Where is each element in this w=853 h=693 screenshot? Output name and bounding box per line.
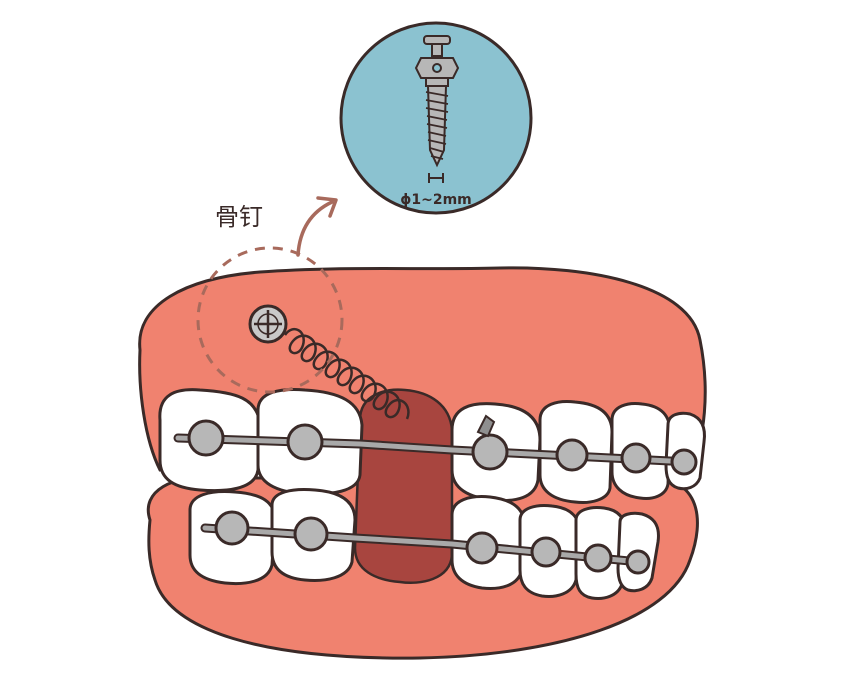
upper-bracket-5 xyxy=(620,442,652,474)
lower-bracket-6 xyxy=(625,549,651,575)
screw-label: 骨钉 xyxy=(215,203,263,231)
upper-bracket-3 xyxy=(471,433,509,471)
diameter-marker xyxy=(428,173,444,183)
extraction-gap xyxy=(353,388,454,584)
lower-bracket-2 xyxy=(293,516,329,552)
spring-hook xyxy=(476,414,496,438)
lower-brackets xyxy=(214,510,651,575)
screw-highlight-dashed-circle xyxy=(196,246,344,394)
upper-bracket-1 xyxy=(187,419,225,457)
lower-bracket-1 xyxy=(214,510,250,546)
upper-brackets xyxy=(187,419,698,476)
lower-bracket-3 xyxy=(465,531,499,565)
bone-screw-head-icon xyxy=(248,304,288,344)
spring-coil xyxy=(283,327,410,420)
lower-bracket-4 xyxy=(530,536,562,568)
screw-icon xyxy=(414,35,460,168)
spring-coil-path xyxy=(283,327,410,420)
callout-arrow xyxy=(296,200,334,257)
screw-inset: ϕ1~2mm xyxy=(339,21,533,215)
callout-arrowhead xyxy=(316,196,338,218)
lower-bracket-5 xyxy=(583,543,613,573)
upper-bracket-6 xyxy=(670,448,698,476)
diameter-label: ϕ1~2mm xyxy=(400,192,472,208)
upper-bracket-2 xyxy=(286,423,324,461)
upper-bracket-4 xyxy=(555,438,589,472)
